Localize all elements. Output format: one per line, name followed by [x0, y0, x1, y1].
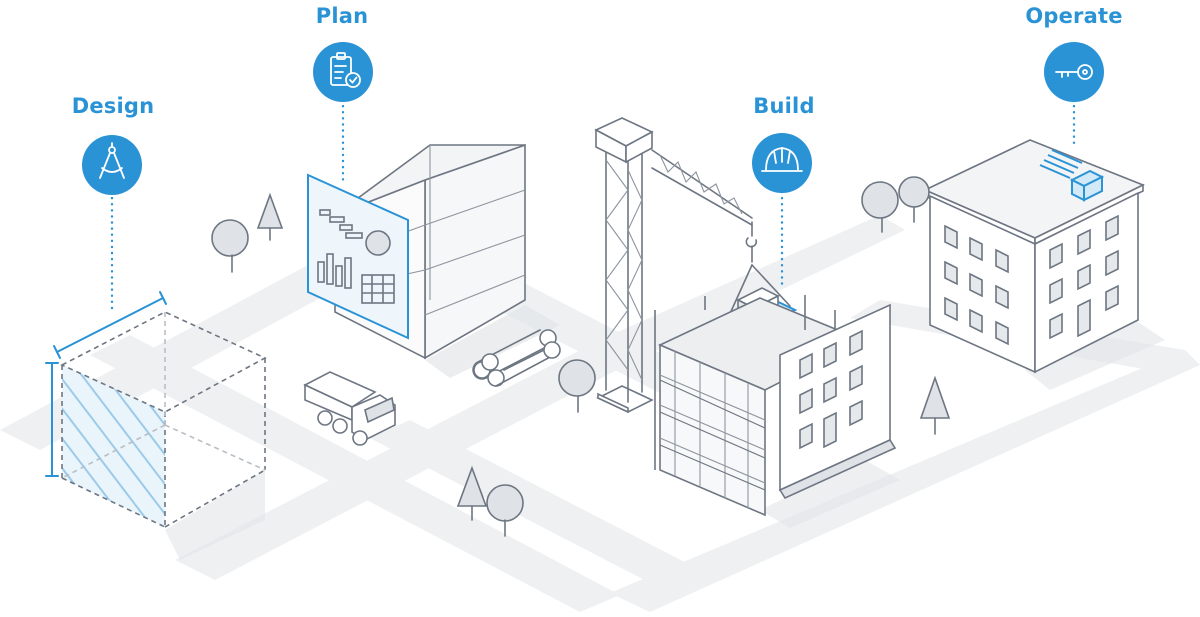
hard-hat-icon	[752, 133, 812, 193]
pipe-stack	[472, 329, 561, 387]
design-wireframe-cube	[45, 291, 267, 560]
stage-label-build: Build	[753, 94, 815, 118]
dump-truck	[303, 371, 396, 446]
plan-building	[307, 143, 560, 378]
build-building	[654, 295, 900, 528]
key-icon	[1044, 42, 1104, 102]
stage-label-design: Design	[71, 94, 155, 118]
stage-label-plan: Plan	[315, 4, 369, 28]
stage-label-operate: Operate	[1025, 4, 1123, 28]
tree-cluster	[211, 176, 951, 537]
compass-icon	[82, 135, 142, 195]
operate-building	[923, 139, 1165, 390]
clipboard-check-icon	[313, 42, 373, 102]
